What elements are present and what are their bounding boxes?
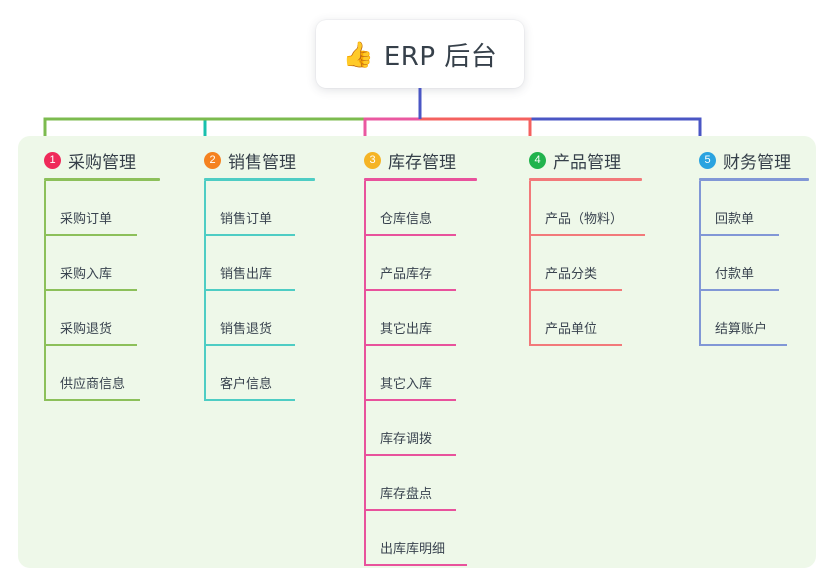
- leaf-item-rule: [699, 289, 779, 291]
- leaf-item[interactable]: 其它出库: [364, 291, 466, 346]
- leaf-item[interactable]: 供应商信息: [44, 346, 150, 401]
- root-node[interactable]: 👍 ERP 后台: [316, 20, 524, 88]
- leaf-item[interactable]: 其它入库: [364, 346, 466, 401]
- column-title-sales-management: 销售管理: [228, 153, 296, 173]
- leaf-item[interactable]: 回款单: [699, 181, 789, 236]
- column-title-inventory-management: 库存管理: [388, 153, 456, 173]
- leaf-item-rule: [364, 564, 467, 566]
- column-spine-purchase-management: [44, 181, 46, 401]
- leaf-item-label: 客户信息: [220, 377, 273, 392]
- column-spine-sales-management: [204, 181, 206, 401]
- leaf-item-label: 供应商信息: [60, 377, 126, 392]
- leaf-item-rule: [204, 234, 295, 236]
- leaf-item[interactable]: 库存调拨: [364, 401, 466, 456]
- leaf-item-rule: [204, 399, 295, 401]
- leaf-item-rule: [364, 344, 456, 346]
- leaf-item-label: 产品库存: [380, 267, 433, 282]
- badge-2: 2: [204, 152, 221, 169]
- badge-4: 4: [529, 152, 546, 169]
- leaf-item[interactable]: 产品（物料）: [529, 181, 655, 236]
- leaf-item-rule: [44, 399, 140, 401]
- column-header-finance-management[interactable]: 5 财务管理: [699, 148, 791, 173]
- leaf-item-rule: [364, 509, 456, 511]
- badge-3: 3: [364, 152, 381, 169]
- leaf-item-label: 付款单: [715, 267, 755, 282]
- leaf-item-rule: [364, 454, 456, 456]
- leaf-item-label: 产品（物料）: [545, 212, 624, 227]
- leaf-item[interactable]: 采购订单: [44, 181, 147, 236]
- column-spine-inventory-management: [364, 181, 366, 566]
- column-header-product-management[interactable]: 4 产品管理: [529, 148, 621, 173]
- column-title-purchase-management: 采购管理: [68, 153, 136, 173]
- column-rule-sales-management: [204, 178, 315, 181]
- column-rule-purchase-management: [44, 178, 160, 181]
- column-rule-finance-management: [699, 178, 809, 181]
- leaf-item[interactable]: 产品分类: [529, 236, 632, 291]
- column-spine-finance-management: [699, 181, 701, 346]
- column-header-inventory-management[interactable]: 3 库存管理: [364, 148, 456, 173]
- leaf-item-label: 销售出库: [220, 267, 273, 282]
- leaf-item-label: 采购退货: [60, 322, 113, 337]
- thumbs-up-icon: 👍: [342, 39, 374, 69]
- column-spine-product-management: [529, 181, 531, 346]
- leaf-item-rule: [699, 344, 787, 346]
- leaf-item-rule: [364, 234, 456, 236]
- root-node-title: ERP 后台: [383, 41, 498, 72]
- leaf-item-rule: [364, 399, 456, 401]
- leaf-item[interactable]: 仓库信息: [364, 181, 466, 236]
- leaf-item-label: 结算账户: [715, 322, 768, 337]
- leaf-item-label: 销售订单: [220, 212, 273, 227]
- column-title-product-management: 产品管理: [553, 153, 621, 173]
- column-rule-inventory-management: [364, 178, 477, 181]
- leaf-item[interactable]: 销售退货: [204, 291, 305, 346]
- badge-1: 1: [44, 152, 61, 169]
- leaf-item-rule: [529, 344, 622, 346]
- column-title-finance-management: 财务管理: [723, 153, 791, 173]
- leaf-item[interactable]: 产品库存: [364, 236, 466, 291]
- column-header-purchase-management[interactable]: 1 采购管理: [44, 148, 136, 173]
- leaf-item-label: 仓库信息: [380, 212, 433, 227]
- leaf-item-rule: [364, 289, 456, 291]
- leaf-item-label: 出库库明细: [380, 542, 446, 557]
- mindmap-panel: 1 采购管理采购订单采购入库采购退货供应商信息 2 销售管理销售订单销售出库销售退货客…: [18, 136, 816, 568]
- column-rule-product-management: [529, 178, 642, 181]
- leaf-item[interactable]: 销售出库: [204, 236, 305, 291]
- leaf-item-rule: [204, 289, 295, 291]
- leaf-item-label: 产品分类: [545, 267, 598, 282]
- column-header-sales-management[interactable]: 2 销售管理: [204, 148, 296, 173]
- leaf-item[interactable]: 采购入库: [44, 236, 147, 291]
- badge-5: 5: [699, 152, 716, 169]
- leaf-item-rule: [529, 234, 645, 236]
- leaf-item-rule: [204, 344, 295, 346]
- leaf-item-label: 其它入库: [380, 377, 433, 392]
- leaf-item[interactable]: 库存盘点: [364, 456, 466, 511]
- leaf-item[interactable]: 客户信息: [204, 346, 305, 401]
- leaf-item-label: 采购入库: [60, 267, 113, 282]
- leaf-item[interactable]: 付款单: [699, 236, 789, 291]
- leaf-item[interactable]: 出库库明细: [364, 511, 477, 566]
- leaf-item[interactable]: 产品单位: [529, 291, 632, 346]
- leaf-item-label: 销售退货: [220, 322, 273, 337]
- leaf-item[interactable]: 采购退货: [44, 291, 147, 346]
- leaf-item-label: 产品单位: [545, 322, 598, 337]
- leaf-item-rule: [699, 234, 779, 236]
- leaf-item-label: 采购订单: [60, 212, 113, 227]
- leaf-item[interactable]: 结算账户: [699, 291, 797, 346]
- leaf-item-label: 库存盘点: [380, 487, 433, 502]
- leaf-item-rule: [44, 344, 137, 346]
- leaf-item-rule: [44, 234, 137, 236]
- leaf-item-label: 回款单: [715, 212, 755, 227]
- leaf-item-rule: [529, 289, 622, 291]
- leaf-item-label: 其它出库: [380, 322, 433, 337]
- leaf-item[interactable]: 销售订单: [204, 181, 305, 236]
- leaf-item-rule: [44, 289, 137, 291]
- leaf-item-label: 库存调拨: [380, 432, 433, 447]
